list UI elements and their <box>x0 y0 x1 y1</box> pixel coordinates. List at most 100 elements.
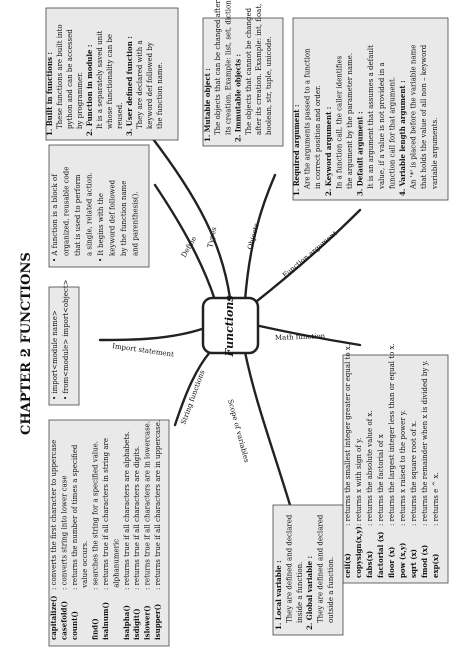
central-node: Functions <box>201 295 260 358</box>
define-line: keyword def followed <box>109 179 117 256</box>
types-line: 3. User defined function : <box>125 36 134 136</box>
math-function-name: sqrt (x) <box>409 549 418 578</box>
svg-text:• import<module name>• from<mo: • import<module name>• from<module> impo… <box>51 279 70 400</box>
math-functions-box <box>342 354 449 584</box>
scope-line: outside a function. <box>327 557 335 623</box>
line-function-argument <box>250 208 362 307</box>
math-function-description: : returns x raised to the power y. <box>399 410 407 526</box>
objects-line: The objects that cannot be changed <box>245 7 253 135</box>
string-function-description: : returns the number of times a specifie… <box>71 444 79 590</box>
import-box <box>48 286 80 406</box>
types-box <box>45 7 179 141</box>
branch-label-function-argument: Function argument <box>281 229 339 279</box>
types-line: 1. Built in functions : <box>45 52 54 136</box>
scope-line: 2. Global variable : <box>305 556 314 630</box>
types-line: whose functionality can be <box>106 34 114 129</box>
branch-label-scope: Scope of variables <box>226 398 251 463</box>
objects-line: 2. Immutable objects : <box>234 54 243 142</box>
string-function-description: : returns true if all characters are alp… <box>123 431 131 590</box>
define-text: • A function is a block of organized, reu… <box>51 167 140 262</box>
math-function-name: exp(x) <box>431 554 440 578</box>
define-line: a single, related action. <box>86 172 94 256</box>
scope-line: They are defined and declared <box>317 514 325 623</box>
import-line: • import<module name> <box>51 310 59 400</box>
chapter-heading: CHAPTER : 2 FUNCTIONS <box>19 252 34 435</box>
math-function-description: : returns the square root of x. <box>410 421 418 526</box>
math-function-description: : returns the largest integer less than … <box>388 343 396 526</box>
math-function-description: : returns e ^ x. <box>432 472 440 526</box>
math-function-name: ceil(x) <box>343 553 352 578</box>
line-import <box>98 326 207 342</box>
objects-line: The objects that can be changed after <box>214 0 222 135</box>
string-function-description: value occurs. <box>81 541 89 590</box>
math-function-description: : returns the smallest integer greater o… <box>344 344 352 526</box>
branch-label-objects: Objects <box>246 222 261 250</box>
math-function-description: : returns the factorial of x <box>377 434 385 526</box>
svg-text:1. Mutable object :The objects: 1. Mutable object :The objects that can … <box>203 0 273 142</box>
central-label: Functions <box>223 295 236 357</box>
types-line: keyword def followed by <box>146 42 154 129</box>
svg-text:ceil(x): returns the smallest: ceil(x) : returns the smallest integer gr… <box>343 343 440 578</box>
string-function-description: : converts the first character to upperc… <box>50 440 58 590</box>
objects-line: after its creation. Example: int, float, <box>255 4 263 135</box>
string-functions-text: capitalize() : converts the first charact… <box>49 420 162 640</box>
math-function-name: copysign(x,y) <box>354 526 363 578</box>
function-argument-box <box>292 17 449 201</box>
string-function-name: isupper() <box>153 604 162 640</box>
function-argument-text: 1. Required argument :Are the arguments … <box>292 44 439 196</box>
line-math-function <box>253 323 362 347</box>
string-function-description: : returns true if all characters are dig… <box>133 446 141 590</box>
types-line: 2. Function in module : <box>85 45 94 137</box>
math-function-name: factorial (x) <box>376 532 385 579</box>
line-objects <box>243 173 277 302</box>
branch-lines <box>98 133 362 507</box>
function-argument-line: 4. Variable length argument : <box>398 80 407 196</box>
math-function-name: fabs(x) <box>365 551 374 578</box>
math-function-name: fmod (x) <box>420 545 429 578</box>
define-line: • A function is a block of <box>51 173 59 262</box>
scope-line: 1. Local variable : <box>274 560 283 630</box>
types-line: the function name. <box>156 62 164 129</box>
types-line: It is a separately saved unit <box>96 31 104 129</box>
line-scope <box>243 350 292 507</box>
objects-line: boolean, str, tuple, unicode. <box>265 36 273 135</box>
math-functions-text: ceil(x) : returns the smallest integer gr… <box>343 343 440 578</box>
types-line: They are declared with a <box>136 41 144 130</box>
objects-text: 1. Mutable object :The objects that can … <box>203 0 273 142</box>
types-text: 1. Built in functions :These functions a… <box>45 24 164 136</box>
branch-label-math-function: Math function <box>275 332 326 342</box>
string-functions-box <box>48 419 170 647</box>
function-argument-line: value, if a value is not provided in a <box>378 62 386 190</box>
string-function-description: : returns true if all characters in stri… <box>102 438 110 590</box>
math-function-name: floor (x) <box>387 547 396 578</box>
string-function-description: : converts string into lower case <box>60 476 68 591</box>
import-line: • from<module> import<object> <box>62 279 70 400</box>
function-argument-line: function call for that argument. <box>388 77 396 189</box>
types-line: These functions are built into <box>56 24 64 129</box>
math-function-description: : returns x with sign of y. <box>355 438 363 526</box>
svg-text:1. Required argument :Are the: 1. Required argument :Are the arguments … <box>292 44 439 196</box>
objects-line: 1. Mutable object : <box>203 68 212 142</box>
string-function-description: : searches the string for a specified va… <box>92 441 100 590</box>
string-function-name: islower() <box>143 605 152 640</box>
define-line: organized, reusable code <box>63 167 71 256</box>
string-function-name: find() <box>91 618 100 640</box>
function-argument-line: variable arguments. <box>431 118 439 190</box>
math-function-name: pow (x,y) <box>398 543 407 578</box>
objects-line: its creation. Example: list, set, dictio… <box>224 0 232 135</box>
function-argument-line: An '*' is placed before the variable nam… <box>410 45 418 190</box>
function-argument-line: 1. Required argument : <box>292 104 301 196</box>
string-function-name: capitalize() <box>49 596 58 641</box>
types-line: python and can be accessed <box>66 29 74 129</box>
import-text: • import<module name>• from<module> impo… <box>51 279 70 400</box>
define-line: by the function name <box>120 181 128 256</box>
math-function-description: : returns the remainder when x is divide… <box>421 360 429 526</box>
function-argument-line: in correct position and order. <box>314 85 322 189</box>
types-line: by programmer. <box>76 72 84 129</box>
svg-text:capitalize(): converts the fir: capitalize() : converts the first charact… <box>49 420 162 640</box>
types-line: reused. <box>116 103 124 129</box>
line-define <box>153 183 217 302</box>
objects-box <box>202 17 284 147</box>
string-function-description: alphanumeric <box>112 539 120 590</box>
